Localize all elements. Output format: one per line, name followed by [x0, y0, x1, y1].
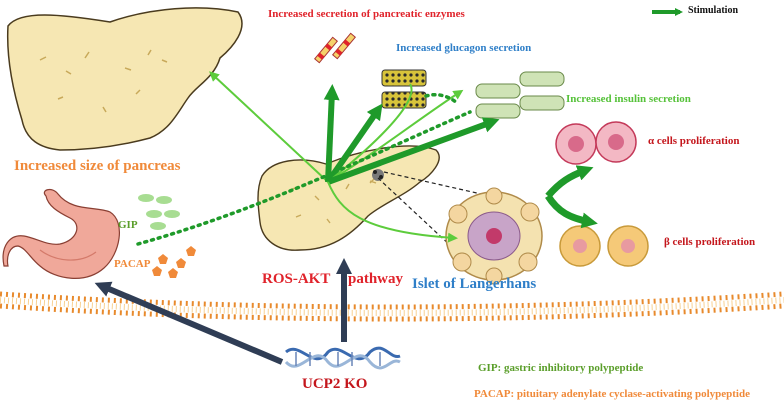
label-ucp2-ko: UCP2 KO: [302, 376, 368, 392]
arrow-to-glucagon-light: [327, 89, 464, 183]
enzyme-icons: [313, 32, 357, 64]
glucagon-granules: [381, 69, 427, 109]
glucagon-dotted-path: [424, 92, 460, 106]
label-insulin: Increased insulin secretion: [566, 93, 691, 105]
central-pancreas-illustration: [257, 145, 440, 251]
arrow-to-beta: [545, 194, 598, 229]
pancreas-illustration: [6, 7, 243, 151]
legend-stimulation-label: Stimulation: [688, 5, 739, 16]
beta-cells: [559, 225, 649, 267]
gip-molecules: [138, 194, 180, 230]
islet-of-langerhans-illustration: [445, 187, 543, 285]
insulin-granules: [475, 71, 565, 119]
label-gip: GIP: [118, 219, 138, 231]
label-pathway: pathway: [348, 271, 404, 287]
arrow-to-enzymes: [323, 84, 340, 183]
lipid-bilayer-membrane: [0, 291, 784, 322]
gip-dotted-path: [136, 110, 472, 246]
label-pancreatic-enzymes: Increased secretion of pancreatic enzyme…: [268, 8, 465, 20]
label-alpha-cells: α cells proliferation: [648, 135, 740, 147]
footnote-gip: GIP: gastric inhibitory polypeptide: [478, 362, 644, 374]
arrow-to-insulin: [326, 117, 500, 185]
label-ros-akt: ROS-AKT: [262, 271, 331, 287]
label-glucagon: Increased glucagon secretion: [396, 42, 532, 54]
arrow-to-stomach: [94, 281, 284, 365]
label-pancreas-size: Increased size of pancreas: [14, 158, 181, 174]
arrow-to-alpha: [545, 165, 594, 199]
stomach-illustration: [2, 188, 120, 279]
alpha-cells: [555, 121, 637, 165]
arrow-to-pancreas-size: [209, 71, 329, 183]
label-islet: Islet of Langerhans: [412, 276, 537, 292]
label-beta-cells: β cells proliferation: [664, 236, 756, 248]
pacap-molecules: [152, 246, 196, 278]
label-pacap: PACAP: [114, 258, 151, 270]
dna-helix-icon: [284, 346, 401, 370]
footnote-pacap: PACAP: pituitary adenylate cyclase-activ…: [474, 388, 750, 400]
arrow-to-islet: [327, 181, 458, 243]
